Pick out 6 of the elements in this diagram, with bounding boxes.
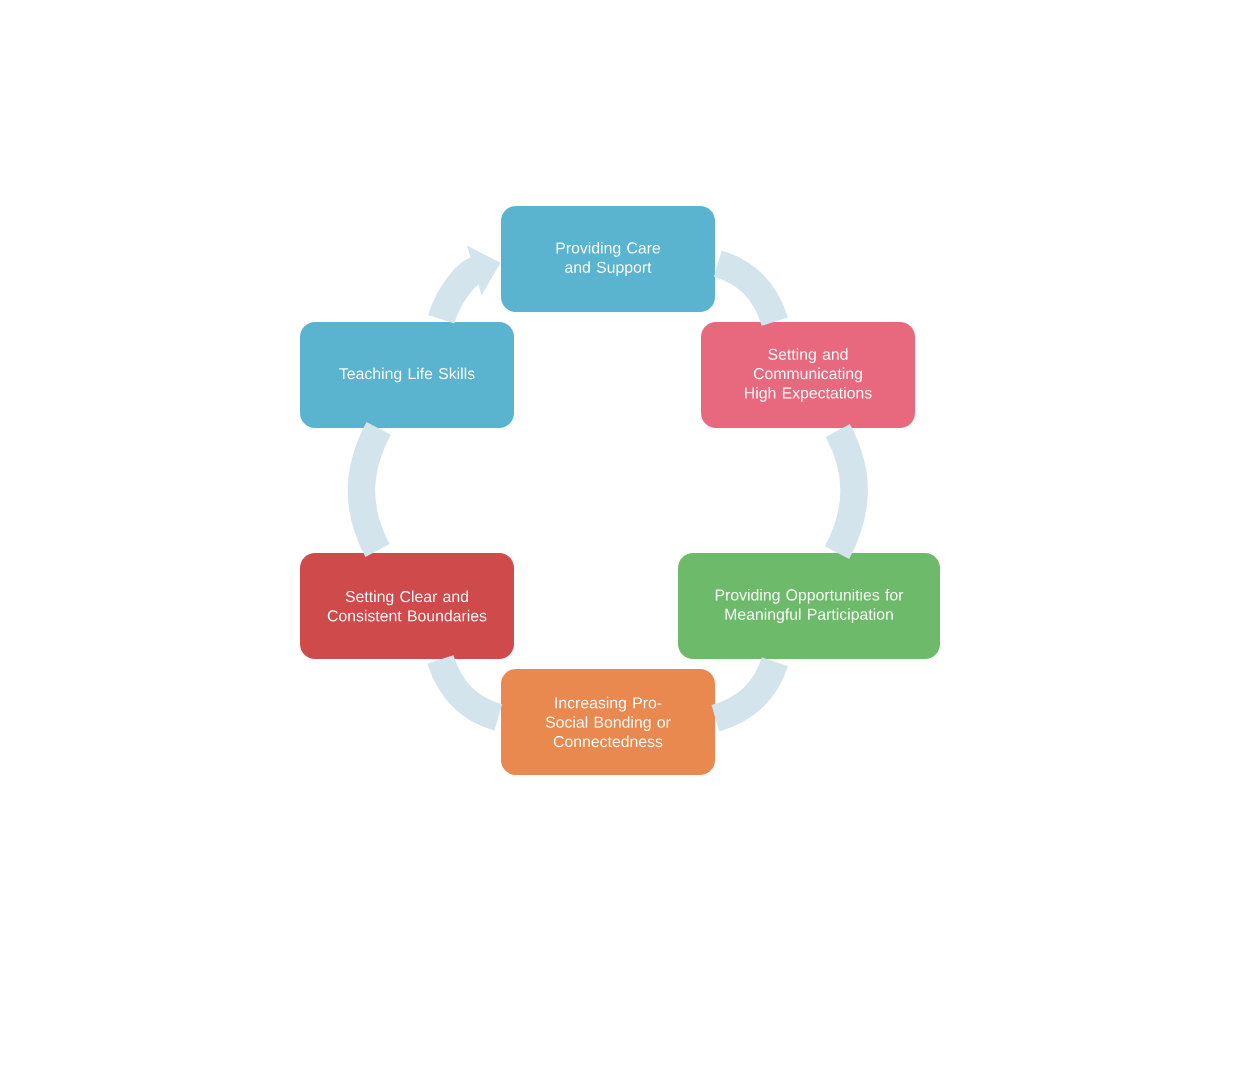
process-box: Setting and Communicating High Expectations [701,322,915,428]
process-box: Increasing Pro-Social Bonding or Connectedness [501,669,715,775]
process-box: Providing Care and Support [501,206,715,312]
process-box: Setting Clear and Consistent Boundaries [300,553,514,659]
process-box: Providing Opportunities for Meaningful Participation [678,553,940,659]
process-box: Teaching Life Skills [300,322,514,428]
